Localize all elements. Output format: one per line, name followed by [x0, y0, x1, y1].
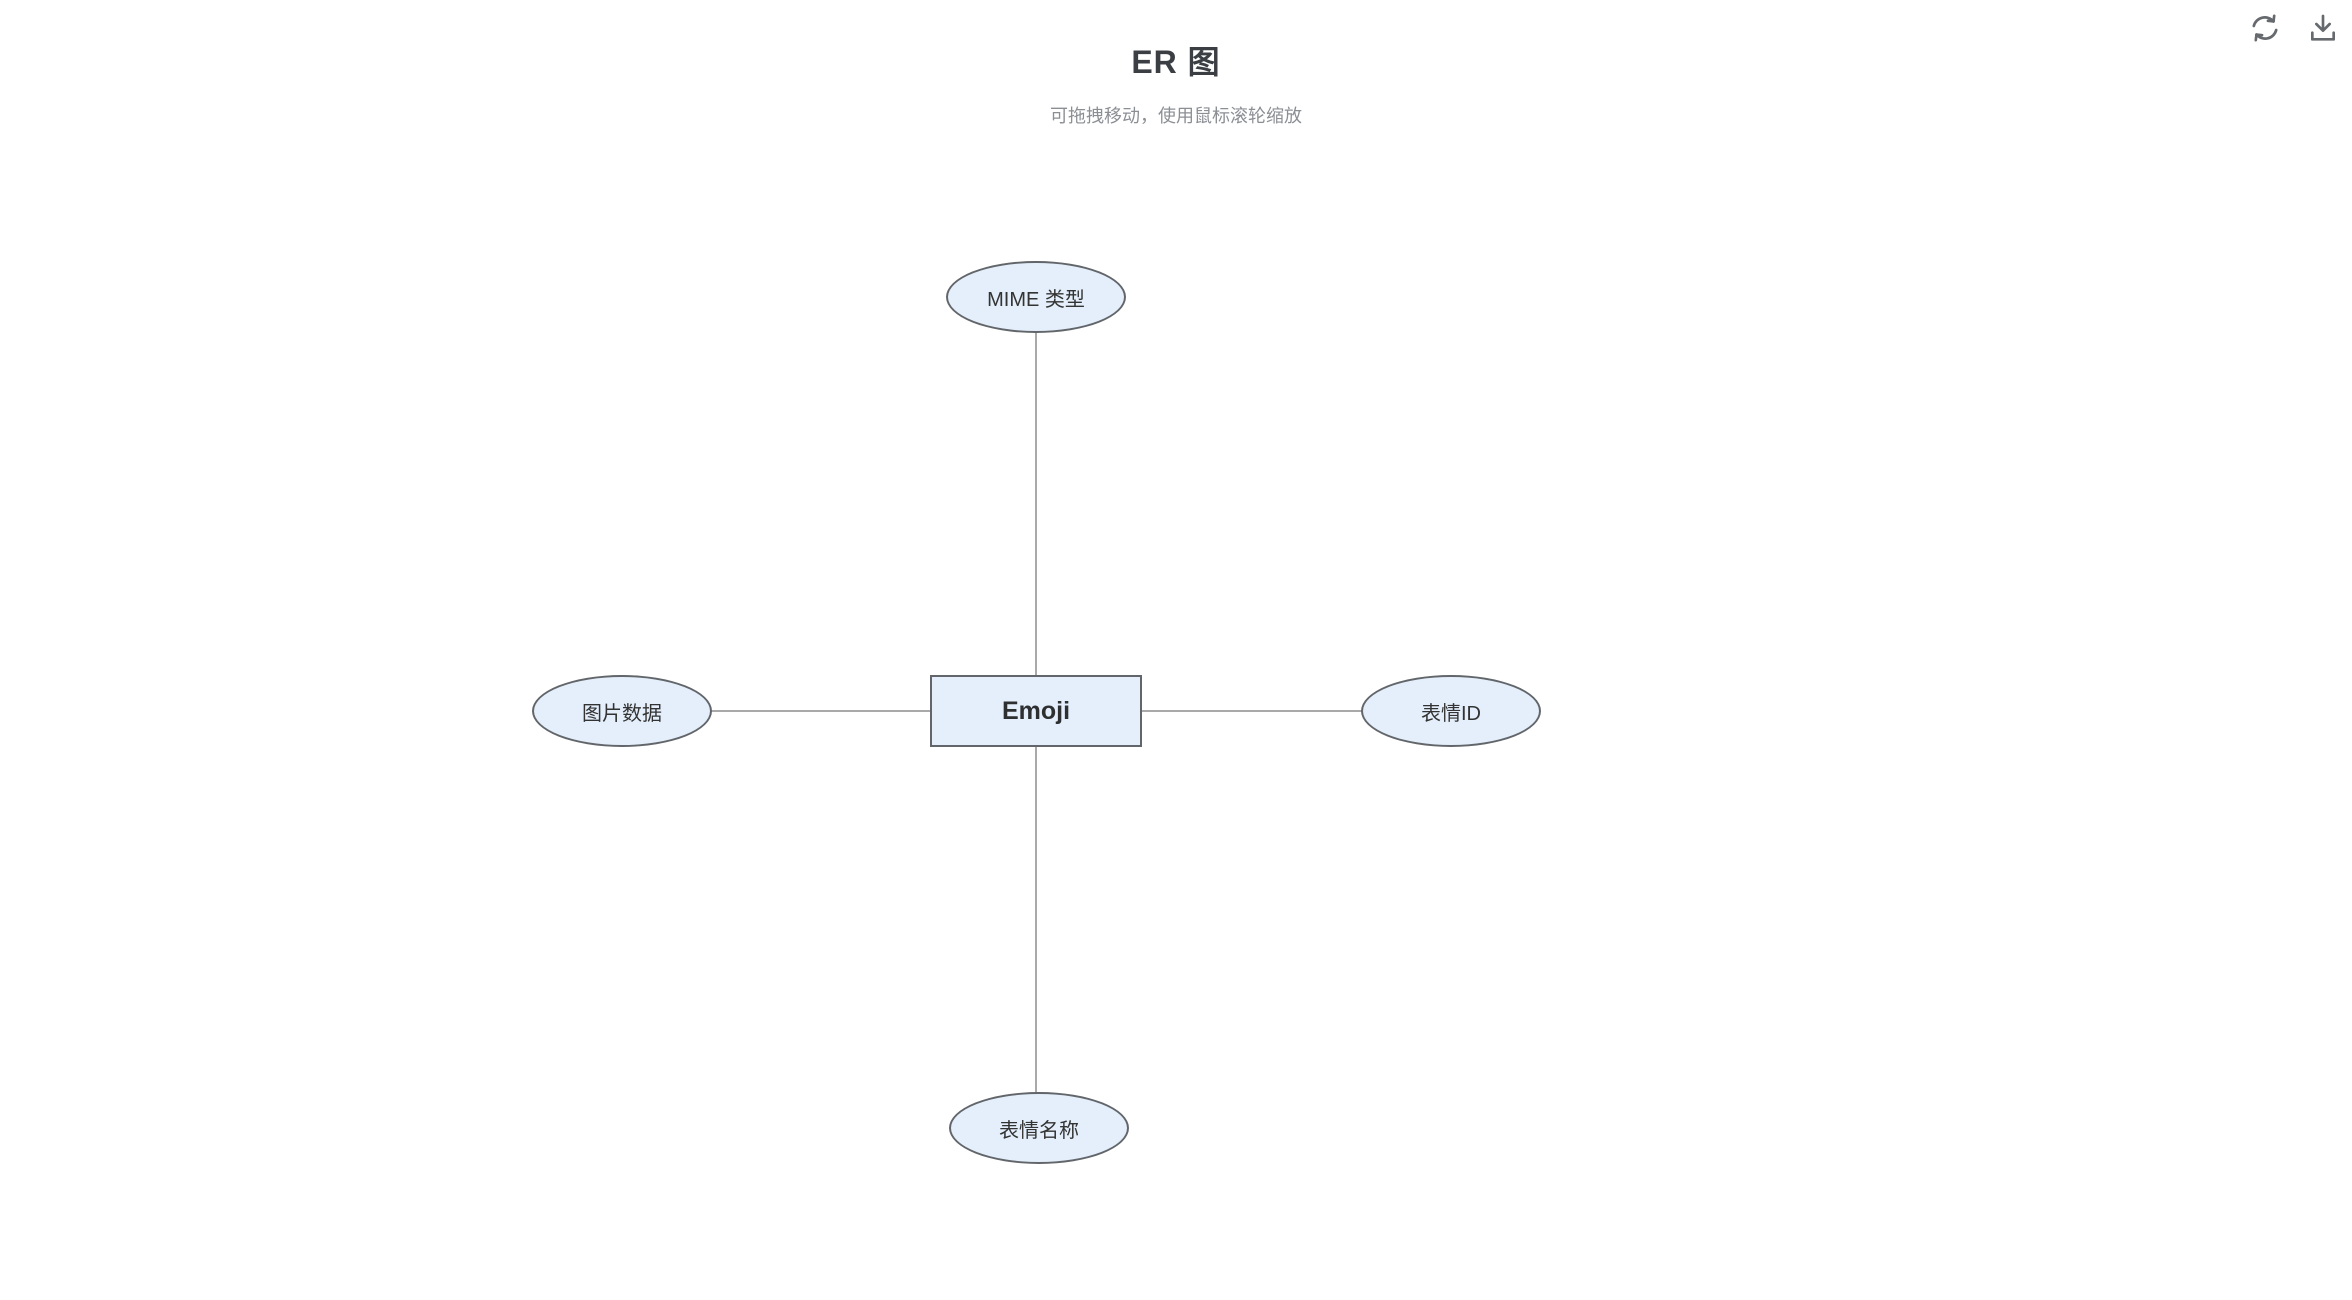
- page-subtitle: 可拖拽移动，使用鼠标滚轮缩放: [1050, 106, 1302, 126]
- download-button[interactable]: [2304, 10, 2342, 48]
- attribute-node-mime-type[interactable]: MIME 类型: [946, 261, 1126, 333]
- refresh-icon: [2249, 12, 2281, 47]
- download-icon: [2307, 12, 2339, 47]
- connector-entity-to-image-data: [711, 710, 931, 712]
- connector-entity-to-mime-type: [1035, 332, 1037, 676]
- entity-node-emoji[interactable]: Emoji: [930, 675, 1142, 747]
- connector-entity-to-emoji-id: [1141, 710, 1362, 712]
- toolbar: [2246, 10, 2342, 48]
- attribute-node-emoji-id[interactable]: 表情ID: [1361, 675, 1541, 747]
- attribute-node-emoji-name[interactable]: 表情名称: [949, 1092, 1129, 1164]
- attribute-node-image-data[interactable]: 图片数据: [532, 675, 712, 747]
- page-title: ER 图: [1131, 44, 1221, 80]
- refresh-button[interactable]: [2246, 10, 2284, 48]
- connector-entity-to-emoji-name: [1035, 746, 1037, 1093]
